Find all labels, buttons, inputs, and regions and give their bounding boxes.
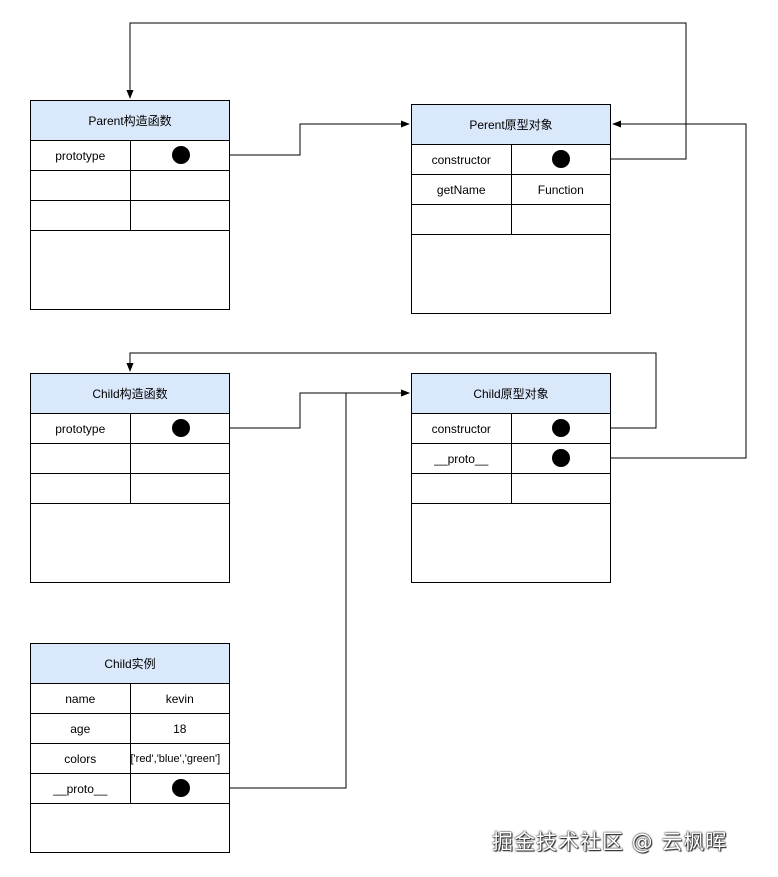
table-row: [412, 474, 610, 504]
table-row: __proto__: [31, 774, 229, 804]
parent-constructor-box: Parent构造函数 prototype: [30, 100, 230, 310]
row-key: [412, 474, 512, 503]
row-value: [512, 474, 611, 503]
table-row: __proto__: [412, 444, 610, 474]
row-key: __proto__: [31, 774, 131, 803]
table-row: [31, 171, 229, 201]
table-row: [31, 444, 229, 474]
child-instance-box: Child实例 name kevin age 18 colors ['red',…: [30, 643, 230, 853]
row-key: [31, 201, 131, 230]
row-key: name: [31, 684, 131, 713]
table-row: [412, 205, 610, 235]
row-key: constructor: [412, 414, 512, 443]
parent-prototype-box: Perent原型对象 constructor getName Function: [411, 104, 611, 314]
row-key: __proto__: [412, 444, 512, 473]
table-row: prototype: [31, 141, 229, 171]
watermark: 掘金技术社区 @ 云枫晖: [492, 830, 728, 854]
table-row: name kevin: [31, 684, 229, 714]
instance-proto-pointer-dot: [172, 779, 190, 797]
table-row: [31, 474, 229, 504]
row-value: [512, 205, 611, 234]
row-value: [131, 201, 230, 230]
row-key: [31, 171, 131, 200]
child-prototype-box: Child原型对象 constructor __proto__: [411, 373, 611, 583]
row-key: prototype: [31, 141, 131, 170]
arrow-instance-proto: [181, 389, 410, 789]
parent-prototype-pointer-dot: [172, 146, 190, 164]
table-row: getName Function: [412, 175, 610, 205]
table-row: age 18: [31, 714, 229, 744]
row-value: [131, 171, 230, 200]
parent-prototype-title: Perent原型对象: [412, 105, 610, 145]
row-key: age: [31, 714, 131, 743]
row-key: [412, 205, 512, 234]
arrow-parent-constructor: [126, 22, 687, 160]
child-prototype-pointer-dot: [172, 419, 190, 437]
arrow-child-constructor: [126, 352, 657, 429]
row-key: [31, 444, 131, 473]
row-value: [131, 444, 230, 473]
parent-constructor-pointer-dot: [552, 150, 570, 168]
row-value: Function: [537, 182, 584, 197]
table-row: constructor: [412, 145, 610, 175]
child-instance-title: Child实例: [31, 644, 229, 684]
child-prototype-title: Child原型对象: [412, 374, 610, 414]
table-row: [31, 201, 229, 231]
row-key: colors: [31, 744, 131, 773]
child-proto-pointer-dot: [552, 449, 570, 467]
row-value: ['red','blue','green']: [130, 752, 221, 765]
parent-constructor-title: Parent构造函数: [31, 101, 229, 141]
table-row: prototype: [31, 414, 229, 444]
child-constructor-box: Child构造函数 prototype: [30, 373, 230, 583]
row-key: [31, 474, 131, 503]
child-constructor-title: Child构造函数: [31, 374, 229, 414]
row-value: [131, 474, 230, 503]
row-key: getName: [412, 175, 512, 204]
table-row: colors ['red','blue','green']: [31, 744, 229, 774]
arrow-child-proto-proto: [561, 120, 747, 459]
row-value: 18: [173, 721, 187, 736]
row-key: prototype: [31, 414, 131, 443]
row-value: kevin: [165, 691, 194, 706]
arrow-parent-prototype: [181, 120, 410, 156]
child-constructor-pointer-dot: [552, 419, 570, 437]
table-row: constructor: [412, 414, 610, 444]
row-key: constructor: [412, 145, 512, 174]
